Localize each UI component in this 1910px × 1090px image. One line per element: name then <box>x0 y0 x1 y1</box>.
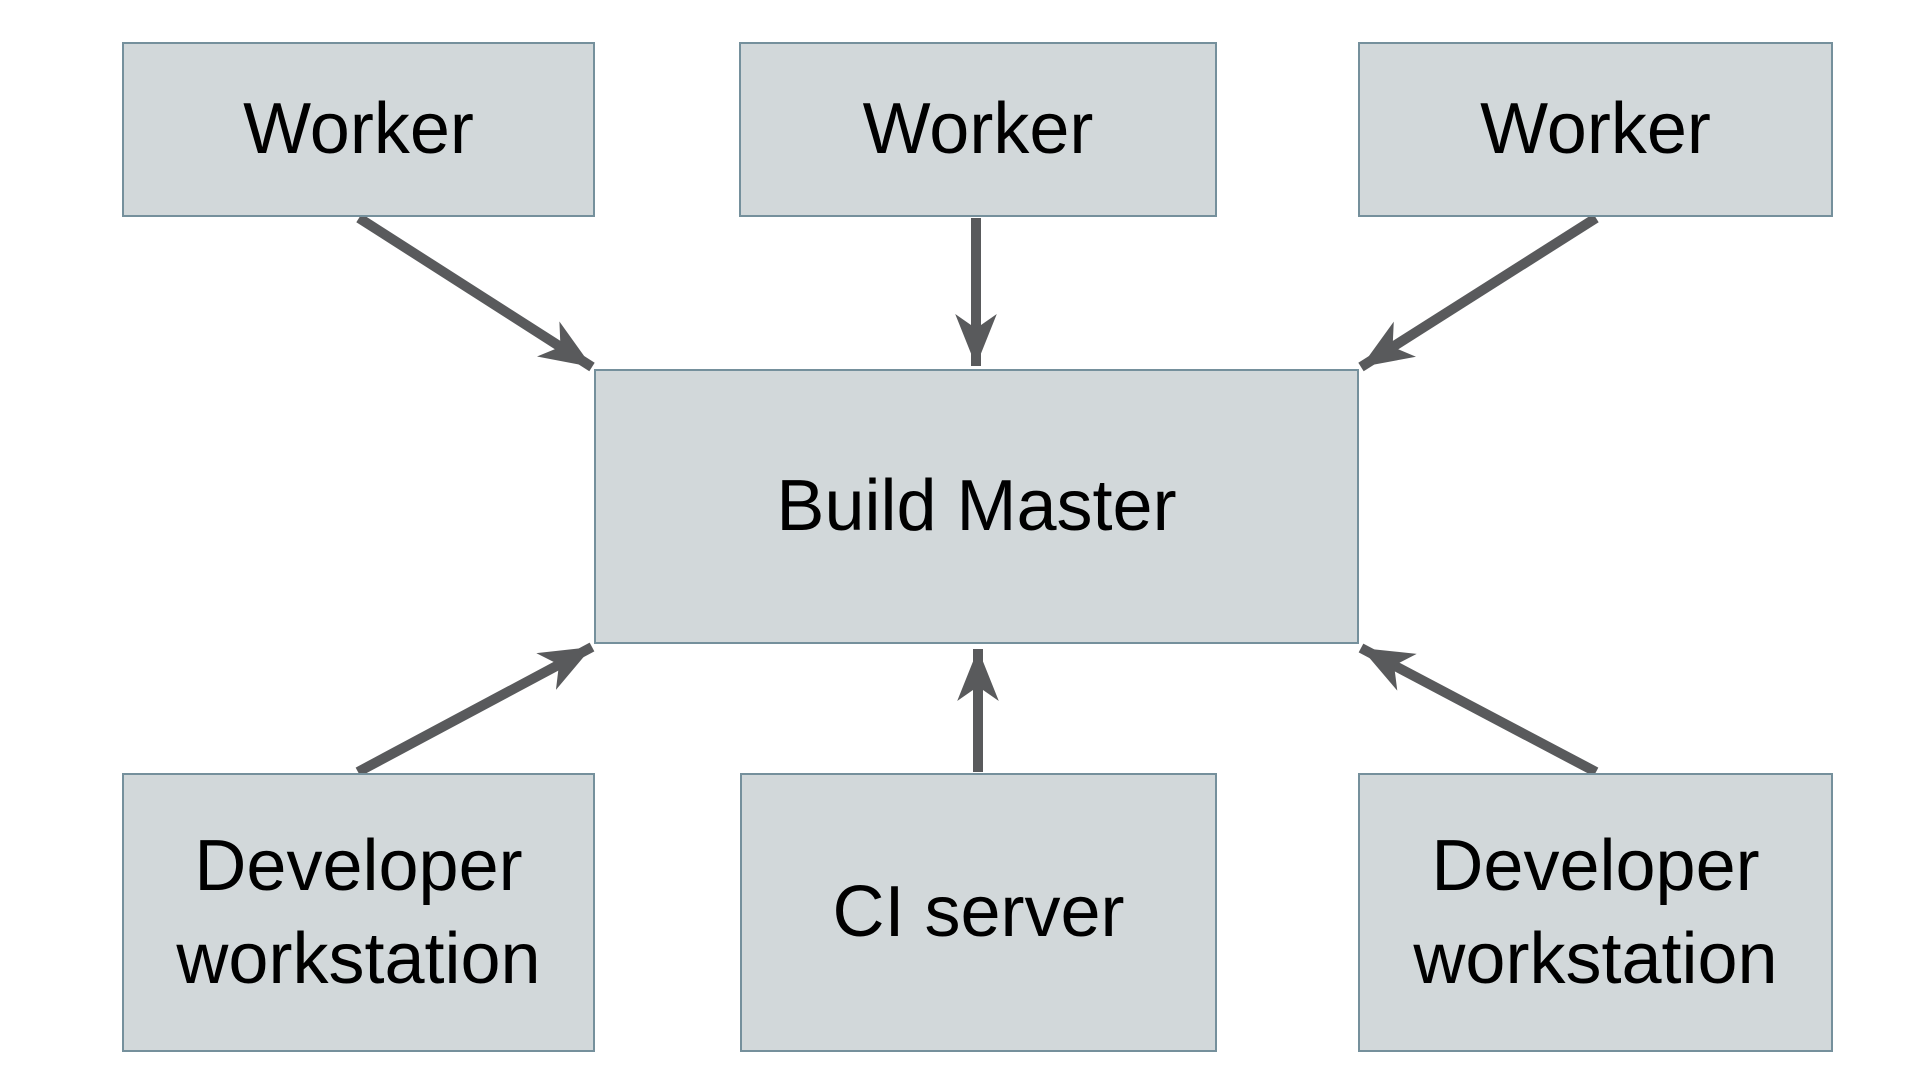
node-build-master-label: Build Master <box>776 466 1177 547</box>
node-worker-3: Worker <box>1358 42 1833 217</box>
node-worker-1: Worker <box>122 42 595 217</box>
arrow-devright-to-master <box>1358 643 1599 777</box>
node-developer-workstation-left: Developer workstation <box>122 773 595 1052</box>
node-developer-workstation-left-label: Developer workstation <box>176 826 541 999</box>
arrow-worker1-to-master <box>356 213 595 372</box>
node-developer-workstation-right-label: Developer workstation <box>1413 826 1778 999</box>
node-worker-3-label: Worker <box>1480 89 1711 170</box>
node-worker-1-label: Worker <box>243 89 474 170</box>
node-worker-2: Worker <box>739 42 1217 217</box>
node-ci-server: CI server <box>740 773 1217 1052</box>
node-ci-server-label: CI server <box>832 872 1125 953</box>
node-worker-2-label: Worker <box>862 89 1094 170</box>
arrow-devleft-to-master <box>355 642 595 777</box>
node-developer-workstation-right: Developer workstation <box>1358 773 1833 1052</box>
arrow-worker3-to-master <box>1358 213 1599 372</box>
node-build-master: Build Master <box>594 369 1359 644</box>
